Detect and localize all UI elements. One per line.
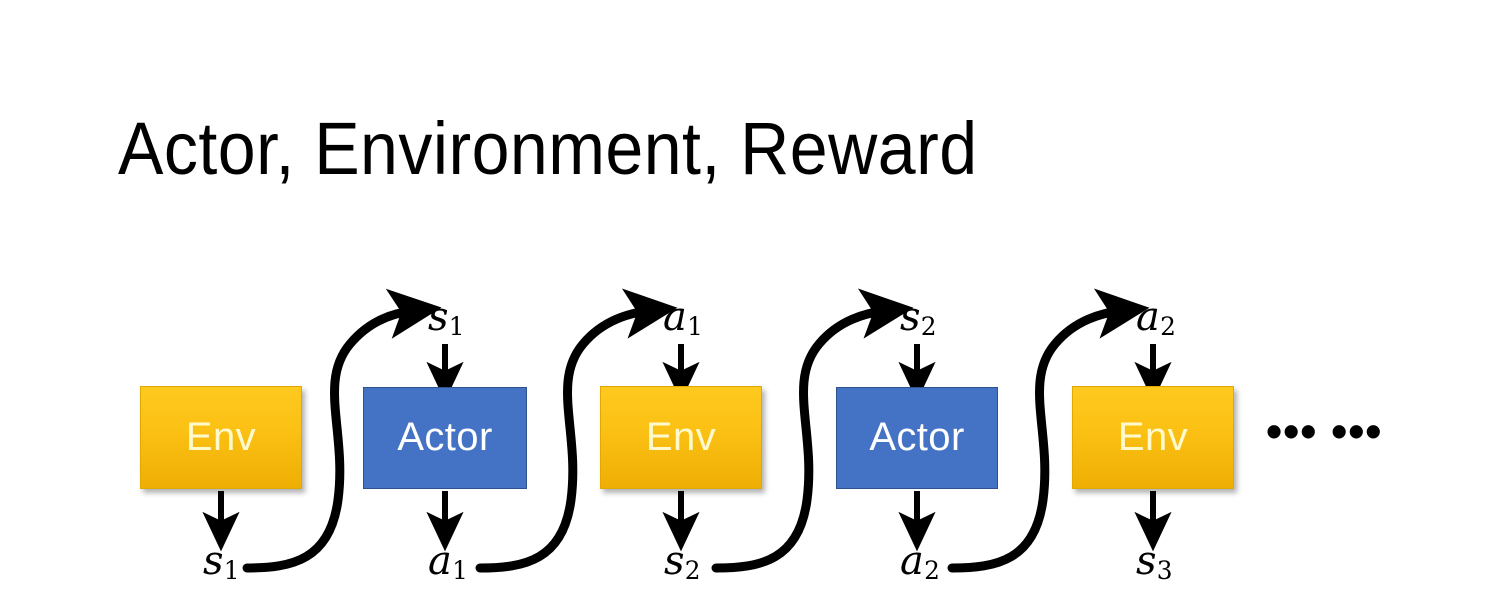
subscript: 2 [920,312,937,342]
arrow-top-to-box-group [426,344,1172,402]
symbol: s [1136,538,1157,584]
top-label-a1: a1 [663,297,703,340]
node-label: Env [1117,414,1189,459]
node-actor-1[interactable]: Actor [363,387,527,489]
node-actor-2[interactable]: Actor [836,387,998,489]
bottom-label-s2: s2 [664,541,701,584]
node-label: Actor [869,415,965,459]
top-label-s1: s1 [428,297,465,340]
symbol: a [900,538,924,584]
node-label: Env [645,414,717,459]
bottom-label-s3: s3 [1136,541,1173,584]
top-label-s2: s2 [900,297,937,340]
arrow-box-to-bottom-group [202,491,1172,552]
subscript: 2 [684,556,701,586]
bottom-label-a2: a2 [900,541,940,584]
symbol: a [428,538,452,584]
symbol: a [663,294,687,340]
subscript: 1 [687,312,703,342]
subscript: 2 [924,556,940,586]
bottom-label-s1: s1 [203,541,240,584]
subscript: 1 [223,556,240,586]
node-env-2[interactable]: Env [600,386,762,489]
symbol: s [203,538,224,584]
ellipsis-continuation: ••• ••• [1266,405,1383,457]
symbol: a [1136,294,1160,340]
symbol: s [900,294,921,340]
subscript: 2 [1160,312,1176,342]
subscript: 1 [452,556,468,586]
node-env-1[interactable]: Env [140,386,302,489]
top-label-a2: a2 [1136,297,1176,340]
symbol: s [428,294,449,340]
node-label: Env [185,414,257,459]
subscript: 3 [1156,556,1173,586]
page-title: Actor, Environment, Reward [118,107,978,190]
subscript: 1 [448,312,465,342]
symbol: s [664,538,685,584]
node-label: Actor [397,415,493,459]
node-env-3[interactable]: Env [1072,386,1234,489]
bottom-label-a1: a1 [428,541,468,584]
